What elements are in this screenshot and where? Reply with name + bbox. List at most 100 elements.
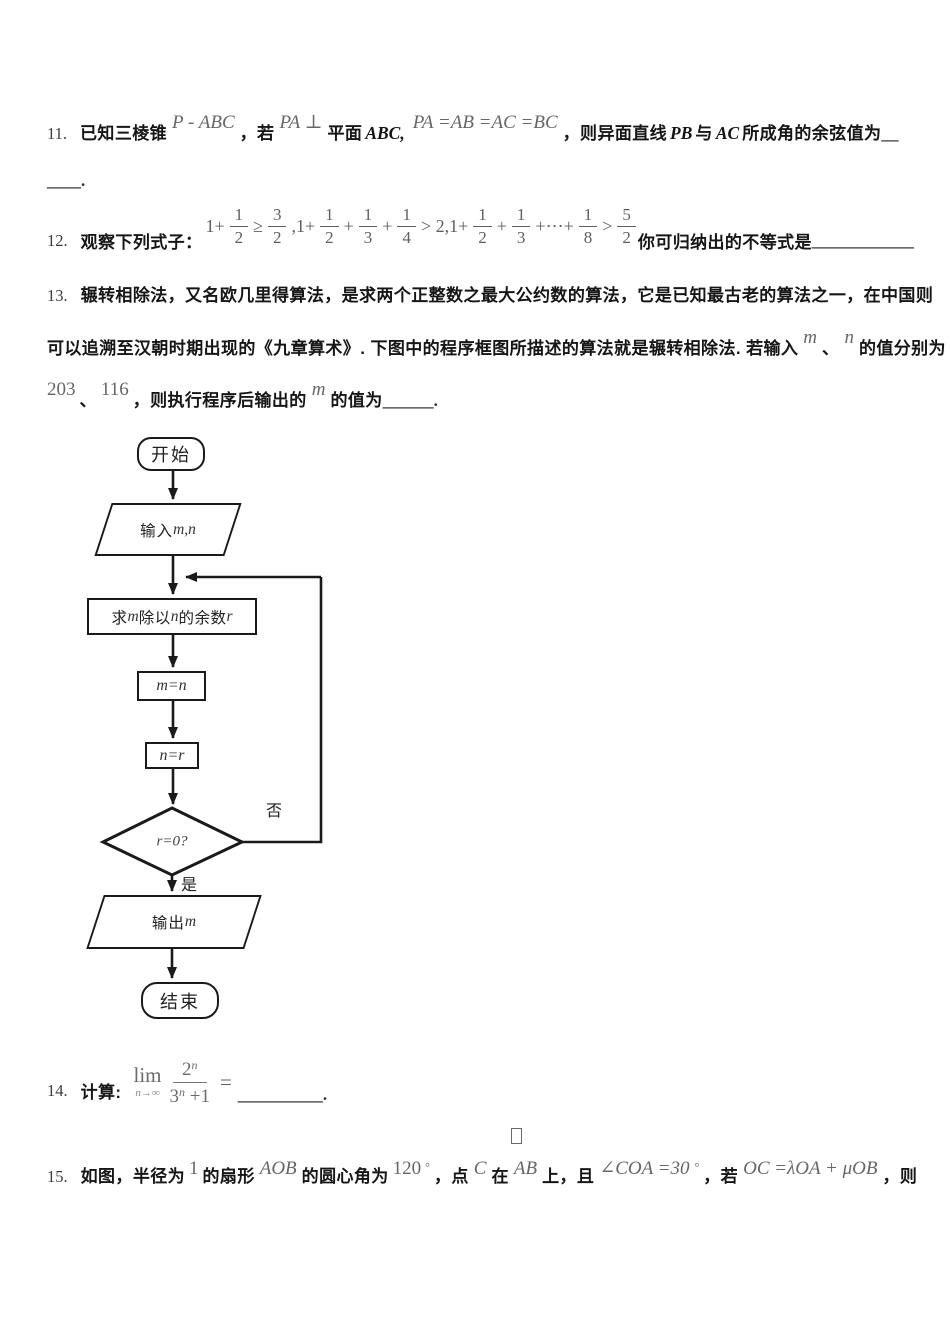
- q13-text-line3b: 的值为: [330, 391, 383, 410]
- limit-fraction: 2n 3n +1: [169, 1057, 210, 1107]
- q15-text-2: 的扇形: [202, 1167, 255, 1186]
- q13-separator: 、: [79, 391, 97, 410]
- q11-text-2: ，若: [239, 124, 275, 143]
- q15-text-4: ，点: [433, 1167, 469, 1186]
- math-AB: AB: [513, 1158, 538, 1179]
- q11-text-3: 平面: [327, 124, 363, 143]
- arc-over-AB: AB: [509, 1128, 542, 1195]
- q14-answer-blank: __________: [237, 1085, 323, 1104]
- math-plus: +: [343, 215, 354, 236]
- math-C: C: [473, 1158, 487, 1179]
- math-m: m: [311, 379, 326, 400]
- q13-separator: 、: [822, 339, 840, 358]
- q12-answer-blank: ____________: [811, 231, 914, 250]
- flowchart-end-node: 结束: [141, 982, 219, 1019]
- limit-operator: lim n→∞: [133, 1063, 162, 1100]
- value-120: 120: [392, 1158, 422, 1179]
- question-11-line-2: ____.: [47, 164, 85, 199]
- q15-text-8: ，则: [882, 1167, 918, 1186]
- q15-text-1: 如图，半径为: [80, 1167, 186, 1186]
- math-P-ABC: P - ABC: [172, 112, 235, 133]
- q12-suffix: 你可归纳出的不等式是: [637, 233, 812, 252]
- q14-prompt: 计算:: [80, 1083, 122, 1102]
- math-term: > 2,1+: [420, 215, 469, 236]
- q15-text-5: 在: [491, 1167, 509, 1186]
- q13-text-line3a: ，则执行程序后输出的: [132, 391, 307, 410]
- value-203: 203: [47, 379, 76, 400]
- math-PB-bold: PB: [670, 123, 693, 143]
- value-116: 116: [100, 379, 129, 400]
- math-PA-perp: PA ⊥: [279, 112, 323, 133]
- q11-text-1: 已知三棱锥: [80, 124, 168, 143]
- flowchart-assign-m-node: m=n: [137, 671, 206, 701]
- q11-answer-blank-2: ____: [47, 171, 81, 190]
- flowchart-yes-label: 是: [181, 877, 198, 894]
- flowchart-decision-label: r=0?: [156, 833, 188, 850]
- math-plus: +: [382, 215, 393, 236]
- q15-number: 15.: [47, 1167, 68, 1186]
- math-term: ,1+: [291, 215, 316, 236]
- q15-text-3: 的圆心角为: [301, 1167, 389, 1186]
- math-PA-eq-chain: PA =AB =AC =BC: [412, 112, 558, 133]
- q15-text-7: ，若: [703, 1167, 739, 1186]
- math-n: n: [844, 327, 854, 348]
- flowchart-connectors: [99, 471, 323, 979]
- question-14: 14. 计算: lim n→∞ 2n 3n +1 = __________ .: [47, 1053, 327, 1111]
- q13-answer-blank: ______: [382, 391, 434, 410]
- math-equals: =: [219, 1069, 232, 1094]
- flowchart-start-node: 开始: [137, 437, 205, 471]
- q13-text-line2b: 的值分别为: [858, 339, 946, 358]
- math-plus: +: [496, 215, 507, 236]
- question-13-line-3: 203、116，则执行程序后输出的m的值为______.: [47, 373, 927, 419]
- math-term: 1+: [205, 215, 225, 236]
- q12-number: 12.: [47, 231, 68, 250]
- q11-number: 11.: [47, 124, 68, 143]
- q11-text-5: 与: [695, 124, 713, 143]
- flowchart-assign-n-node: n=r: [145, 742, 199, 769]
- q13-text-line2a: 可以追溯至汉朝时期出现的《九章算术》. 下图中的程序框图所描述的算法就是辗转相除…: [47, 339, 799, 358]
- q11-text-4: ，则异面直线: [562, 124, 668, 143]
- degree-symbol: °: [694, 1160, 700, 1174]
- q11-answer-blank-1: __: [881, 124, 899, 143]
- math-ge: ≥: [253, 215, 263, 236]
- q12-prompt: 观察下列式子：: [80, 233, 203, 252]
- math-m: m: [803, 327, 818, 348]
- q13-number: 13.: [47, 286, 68, 305]
- question-13-line-2: 可以追溯至汉朝时期出现的《九章算术》. 下图中的程序框图所描述的算法就是辗转相除…: [47, 321, 946, 367]
- degree-symbol: °: [425, 1160, 430, 1174]
- math-angle-COA: ∠COA =30: [599, 1158, 690, 1179]
- math-gt: >: [602, 215, 613, 236]
- math-ABC-bold: ABC,: [365, 123, 405, 143]
- q11-period: .: [81, 171, 86, 190]
- q13-text-line1: 辗转相除法，又名欧几里得算法，是求两个正整数之最大公约数的算法，它是已知最古老的…: [80, 286, 934, 305]
- question-13-line-1: 13. 辗转相除法，又名欧几里得算法，是求两个正整数之最大公约数的算法，它是已知最…: [47, 279, 933, 314]
- math-ellipsis-plus: +⋯+: [535, 215, 574, 236]
- value-1: 1: [189, 1158, 199, 1179]
- q14-number: 14.: [47, 1081, 68, 1100]
- flowchart-no-label: 否: [266, 803, 283, 820]
- q14-period: .: [322, 1085, 328, 1104]
- q15-text-6: 上，且: [542, 1167, 595, 1186]
- q13-period: .: [433, 391, 438, 410]
- math-AOB: AOB: [259, 1158, 297, 1179]
- math-AC-bold: AC: [715, 123, 740, 143]
- arc-symbol-box: [510, 1128, 522, 1144]
- math-OC-lambda-mu: OC =λOA + μOB: [743, 1158, 878, 1179]
- q11-text-6: 所成角的余弦值为: [742, 124, 882, 143]
